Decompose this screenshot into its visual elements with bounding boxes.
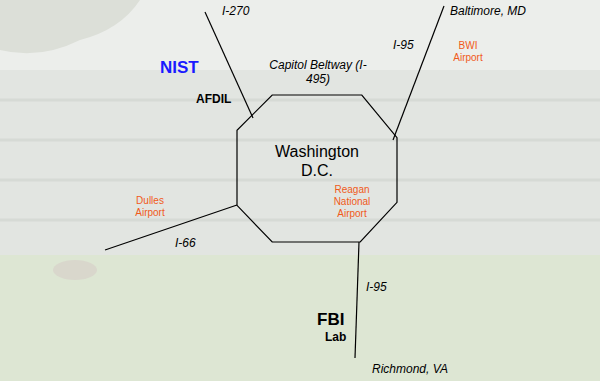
beltway-outline	[237, 95, 397, 242]
deer	[53, 260, 97, 280]
road-i95-north	[393, 6, 444, 140]
road-i95-south	[355, 242, 359, 358]
tree-foliage	[0, 0, 140, 53]
airport-name: Dulles Airport	[125, 195, 175, 219]
road-name: I-95	[393, 38, 414, 52]
beltway-octagon: Washington D.C.	[237, 95, 397, 242]
airport-name: BWI Airport	[443, 40, 493, 64]
agency-name: FBI	[317, 310, 344, 330]
road-name: I-95	[366, 280, 387, 294]
building-windows	[0, 100, 600, 220]
city-name: Richmond, VA	[372, 362, 448, 376]
road-i66	[105, 205, 237, 250]
city-name: Washington D.C.	[267, 142, 367, 180]
airport-name: Reagan National Airport	[322, 184, 382, 220]
lab-name: AFDIL	[196, 92, 231, 106]
lab-name: Lab	[325, 330, 346, 344]
road-name: I-270	[222, 4, 249, 18]
grass	[0, 255, 600, 381]
city-name: Baltimore, MD	[450, 4, 526, 18]
road-name: Capitol Beltway (I-495)	[268, 58, 368, 87]
building	[0, 70, 600, 260]
road-name: I-66	[175, 236, 196, 250]
agency-name: NIST	[160, 58, 199, 78]
